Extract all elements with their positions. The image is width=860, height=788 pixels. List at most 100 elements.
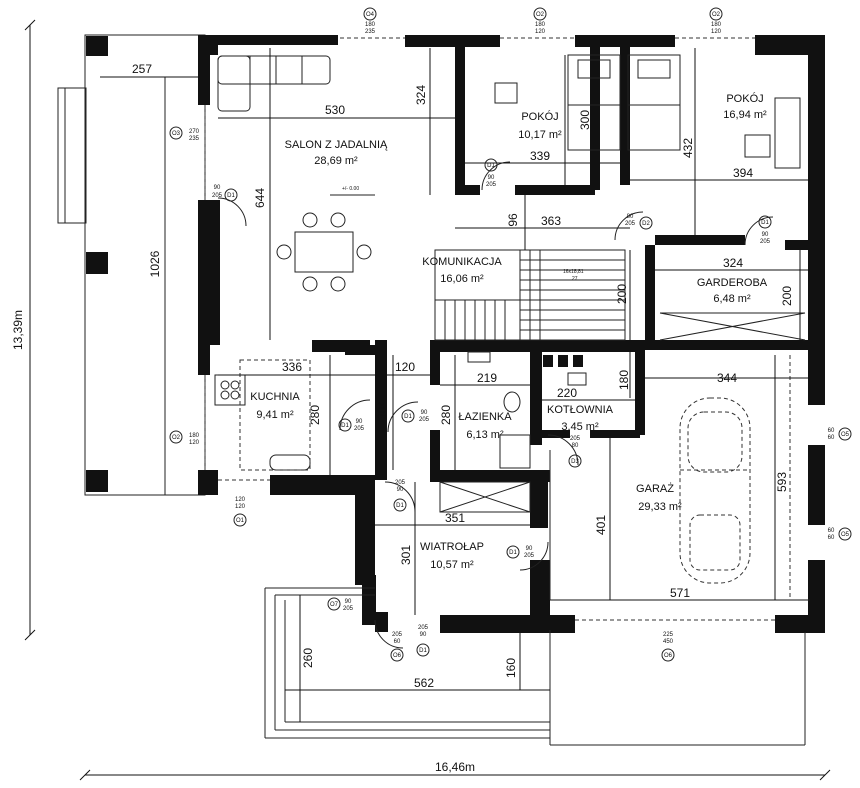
window-tag-o2-top2: O2 180 120 — [709, 7, 723, 35]
svg-text:205: 205 — [524, 553, 535, 559]
svg-text:180: 180 — [535, 22, 546, 28]
svg-text:235: 235 — [189, 136, 200, 142]
svg-text:90: 90 — [420, 632, 427, 638]
room-kotlownia-area: 3,45 m² — [561, 421, 599, 433]
dimensions: 257 530 324 644 1026 300 339 432 394 96 … — [100, 48, 808, 722]
svg-text:60: 60 — [828, 528, 835, 534]
room-salon-area: 28,69 m² — [314, 155, 358, 167]
dim-339: 339 — [530, 149, 550, 163]
svg-text:180: 180 — [711, 22, 722, 28]
staircase: 16x18,81 27 — [434, 249, 626, 341]
dim-530: 530 — [325, 103, 345, 117]
dim-324a: 324 — [414, 85, 428, 105]
stair-steps: 27 — [572, 276, 578, 282]
window-tag-o3: O3 270 235 — [169, 126, 200, 142]
dim-324b: 324 — [723, 256, 743, 270]
room-pokoj2-area: 16,94 m² — [723, 109, 767, 121]
svg-text:90: 90 — [488, 175, 495, 181]
window-tag-o4: O4 180 235 — [363, 7, 377, 35]
room-kuchnia-area: 9,41 m² — [256, 409, 294, 421]
bathroom-fixtures — [439, 351, 531, 513]
svg-text:D1: D1 — [396, 503, 404, 509]
svg-text:205: 205 — [419, 417, 430, 423]
door-tag-d1d: D1 90 205 — [338, 418, 365, 432]
dim-280b: 280 — [439, 405, 453, 425]
svg-text:60: 60 — [394, 639, 401, 645]
dim-336: 336 — [282, 360, 302, 374]
dim-1026: 1026 — [148, 250, 162, 277]
dim-593: 593 — [775, 472, 789, 492]
svg-text:O6: O6 — [393, 653, 402, 659]
svg-text:90: 90 — [214, 185, 221, 191]
dim-562: 562 — [414, 676, 434, 690]
svg-text:90: 90 — [345, 599, 352, 605]
dim-120: 120 — [395, 360, 415, 374]
exterior-walls — [198, 35, 825, 633]
dim-351: 351 — [445, 511, 465, 525]
svg-text:205: 205 — [395, 480, 406, 486]
garage-outline — [549, 355, 810, 601]
svg-text:D3: D3 — [571, 459, 579, 465]
room-garaz-name: GARAŻ — [636, 482, 674, 495]
svg-text:D1: D1 — [419, 648, 427, 654]
svg-text:450: 450 — [663, 639, 674, 645]
svg-text:D1: D1 — [404, 414, 412, 420]
dim-301: 301 — [399, 545, 413, 565]
dim-432: 432 — [681, 138, 695, 158]
room-pokoj2-name: POKÓJ — [726, 92, 763, 105]
room-kuchnia-name: KUCHNIA — [250, 391, 300, 403]
room-labels: SALON Z JADALNIĄ 28,69 m² POKÓJ 10,17 m²… — [250, 92, 768, 571]
dim-280a: 280 — [308, 405, 322, 425]
svg-text:120: 120 — [235, 497, 246, 503]
room-komunikacja-name: KOMUNIKACJA — [422, 256, 502, 268]
overall-dimensions: 13,39m 16,46m — [11, 19, 831, 781]
dim-394: 394 — [733, 166, 753, 180]
svg-text:205: 205 — [760, 239, 771, 245]
svg-text:205: 205 — [418, 625, 429, 631]
dim-304: 304 — [375, 400, 389, 420]
door-tag-d1g: D1 90 205 — [506, 545, 535, 559]
svg-text:O6: O6 — [664, 653, 673, 659]
door-tag-d1c: D1 90 205 — [758, 215, 772, 245]
door-tag-d2: D2 80 205 — [625, 214, 653, 230]
door-tag-d1a: D1 90 205 — [212, 185, 238, 202]
door-tag-d1b: D1 90 205 — [484, 158, 498, 188]
beds — [567, 54, 681, 151]
svg-text:D1: D1 — [761, 220, 769, 226]
svg-text:205: 205 — [570, 436, 581, 442]
room-garaz-area: 29,33 m² — [638, 501, 682, 513]
svg-text:120: 120 — [189, 440, 200, 446]
dim-571: 571 — [670, 586, 690, 600]
dim-363: 363 — [541, 214, 561, 228]
dim-96: 96 — [506, 213, 520, 227]
boiler-fixtures — [543, 355, 587, 386]
svg-text:90: 90 — [526, 546, 533, 552]
svg-text:D2: D2 — [642, 221, 650, 227]
door-tag-d1h: D1 90 205 — [416, 625, 430, 657]
room-garderoba-name: GARDEROBA — [697, 277, 768, 289]
room-lazienka-name: ŁAZIENKA — [458, 411, 512, 423]
svg-text:205: 205 — [486, 182, 497, 188]
room-wiatrolap-name: WIATROŁAP — [420, 541, 484, 553]
svg-text:180: 180 — [189, 433, 200, 439]
window-lines — [204, 37, 775, 621]
room-pokoj1-area: 10,17 m² — [518, 129, 562, 141]
dim-644: 644 — [253, 188, 267, 208]
svg-text:90: 90 — [421, 410, 428, 416]
dining-table — [276, 212, 372, 292]
svg-text:180: 180 — [365, 22, 376, 28]
window-tag-o2-left: O2 180 120 — [169, 430, 200, 446]
sofa — [217, 55, 331, 112]
dim-257: 257 — [132, 62, 152, 76]
svg-text:O4: O4 — [366, 12, 375, 18]
car-outline — [679, 397, 751, 584]
svg-text:D1: D1 — [487, 163, 495, 169]
room-kotlownia-name: KOTŁOWNIA — [547, 404, 614, 416]
svg-text:120: 120 — [235, 504, 246, 510]
room-pokoj1-name: POKÓJ — [521, 110, 558, 123]
door-tag-d1f: D1 90 205 — [393, 480, 407, 512]
svg-text:60: 60 — [828, 535, 835, 541]
window-tag-o5a: O5 60 60 — [828, 427, 852, 441]
window-tag-o2-top: O2 180 120 — [533, 7, 547, 35]
